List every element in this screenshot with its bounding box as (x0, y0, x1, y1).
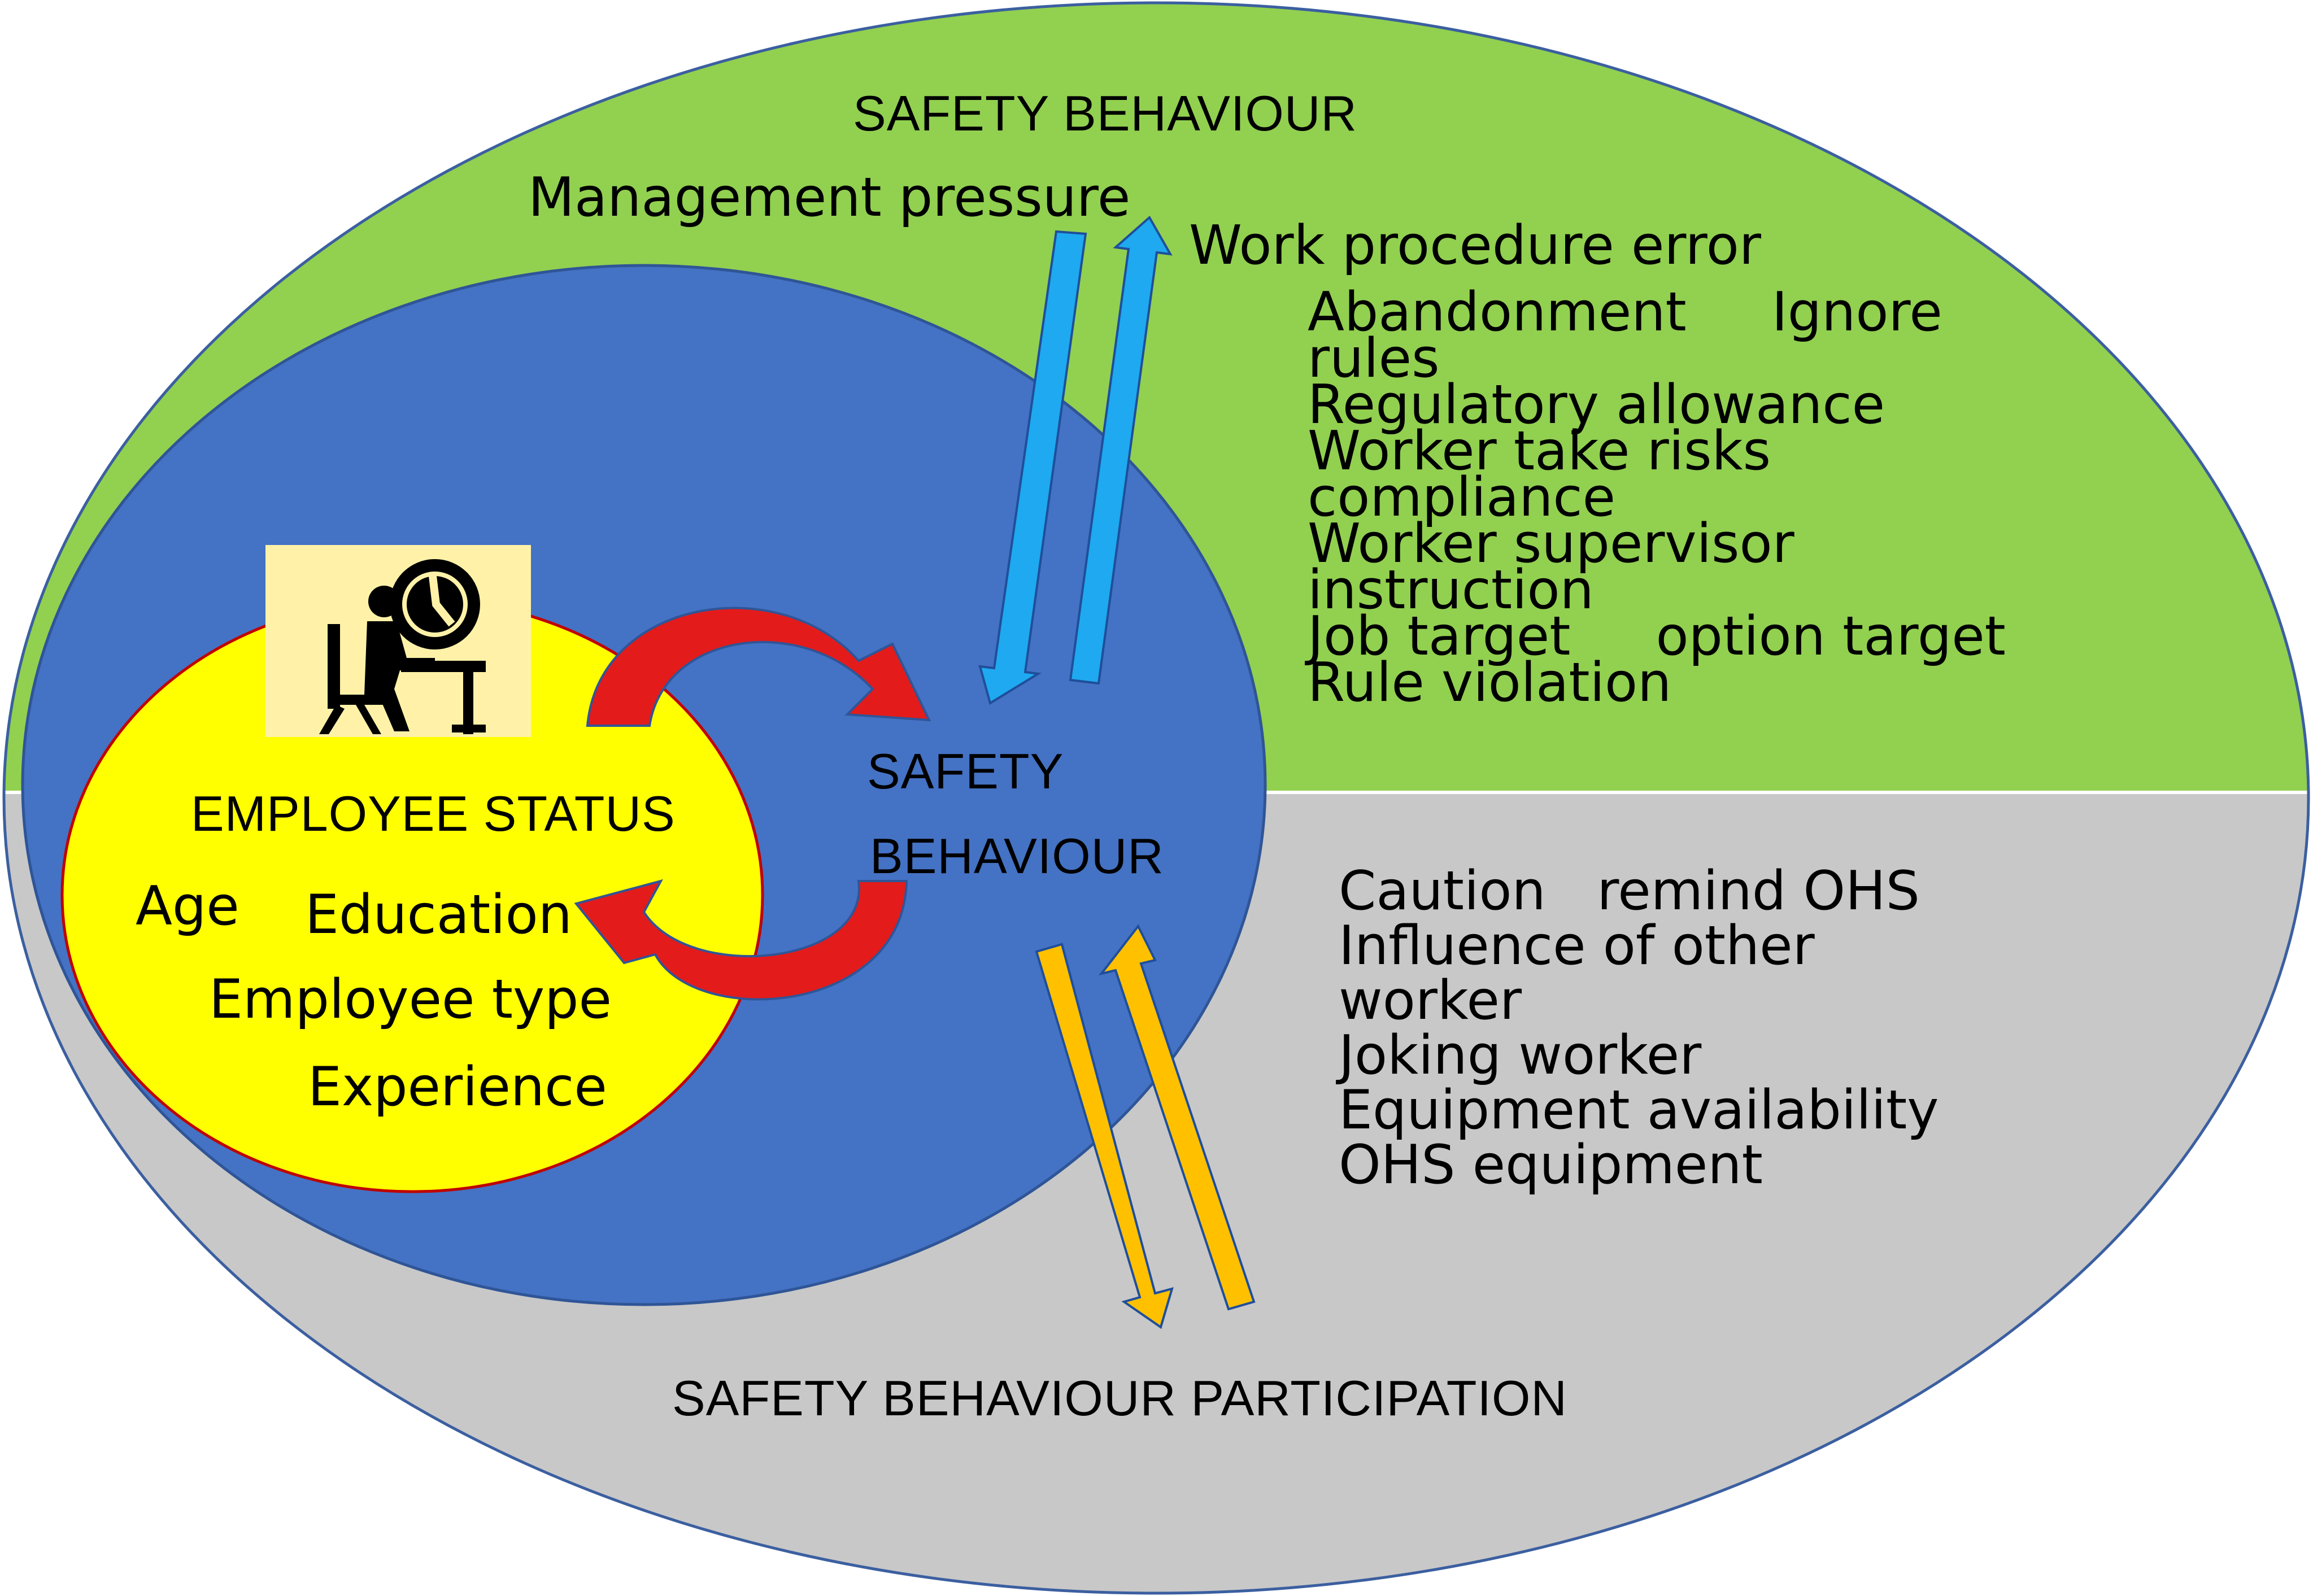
work-procedure-error-label: Work procedure error (1189, 215, 1761, 277)
cyan-arrow-down (978, 230, 1087, 705)
list-item: Rule violation (1308, 652, 1672, 714)
list-item: Abandonment Ignore (1308, 281, 1942, 343)
orange-arrow-up (1098, 924, 1256, 1311)
list-item: OHS equipment (1339, 1134, 1763, 1196)
education-label: Education (305, 884, 572, 946)
safety-behaviour-title: SAFETY BEHAVIOUR (853, 85, 1357, 141)
list-item: Joking worker (1339, 1024, 1702, 1087)
orange-arrow-down (1035, 943, 1174, 1329)
safety-behaviour-participation-title: SAFETY BEHAVIOUR PARTICIPATION (672, 1370, 1567, 1426)
list-item: instruction (1308, 559, 1594, 621)
list-item: Worker supervisor (1308, 513, 1794, 575)
experience-label: Experience (308, 1056, 607, 1118)
list-item: compliance (1308, 466, 1616, 529)
list-item: Worker take risks (1308, 420, 1771, 482)
center-safety-label: SAFETY (867, 743, 1064, 799)
list-item: Equipment availability (1339, 1079, 1939, 1141)
list-item: Caution remind OHS (1339, 860, 1920, 922)
top-factor-list: Abandonment Ignore rules Regulatory allo… (1308, 281, 2006, 714)
employee-status-title: EMPLOYEE STATUS (191, 786, 676, 841)
employee-type-label: Employee type (209, 969, 612, 1031)
management-pressure-label: Management pressure (528, 167, 1131, 229)
age-label: Age (136, 875, 239, 937)
arrow-safety-to-employee (574, 879, 908, 1001)
bottom-factor-list: Caution remind OHS Influence of other wo… (1339, 864, 1939, 1193)
list-item: Regulatory allowance (1308, 374, 1885, 436)
list-item: rules (1308, 328, 1440, 390)
center-behaviour-label: BEHAVIOUR (870, 828, 1164, 884)
arrow-employee-to-safety (586, 607, 931, 727)
list-item: Influence of other (1339, 915, 1815, 977)
list-item: worker (1339, 970, 1522, 1032)
worker-at-desk-clock-icon (265, 545, 531, 737)
list-item: Job target option target (1308, 605, 2006, 668)
cyan-arrow-up (1069, 215, 1173, 685)
